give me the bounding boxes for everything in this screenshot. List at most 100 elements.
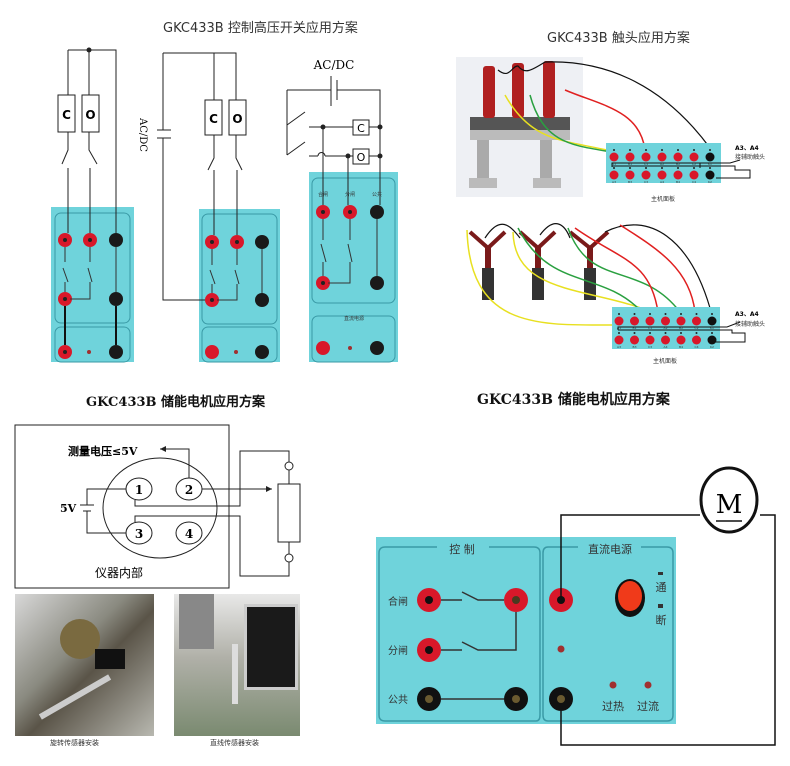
clamp-set: [468, 230, 610, 300]
pin-4-label: 4: [185, 527, 193, 541]
indicator-dot: [613, 149, 615, 151]
terminal-label: C2: [694, 326, 698, 330]
motor-label: M: [716, 490, 743, 520]
terminal-A1: [609, 152, 619, 162]
terminal-B3: [625, 170, 635, 180]
coil-close-label: C: [62, 108, 71, 122]
insulator: [512, 63, 524, 118]
indicator-dot: [664, 313, 667, 315]
terminal-label: A1: [617, 326, 621, 330]
terminal-B2: [676, 316, 686, 326]
indicator-dot: [709, 149, 711, 151]
terminal-label: C4: [692, 180, 696, 184]
aux-label-sub: 接辅助触头: [735, 320, 765, 328]
ac-dc-label: AC/DC: [313, 58, 355, 72]
indicator-dot: [633, 313, 636, 315]
switch-on-label: 通: [656, 581, 667, 594]
pin-4: [175, 521, 203, 545]
indicator-dot: [645, 167, 647, 169]
overcurrent-label: 过流: [637, 699, 659, 713]
led: [87, 350, 91, 354]
indicator-dot: [629, 149, 631, 151]
indicator-dot: [618, 313, 620, 315]
terminal-C2: [689, 152, 699, 162]
terminal-label: K2: [708, 180, 712, 184]
linear-sensor-photo: [174, 594, 300, 736]
wire-red: [564, 89, 646, 151]
terminal-label: B4: [676, 180, 680, 184]
terminal-K1: [705, 152, 715, 162]
terminal-label: A4: [660, 180, 664, 184]
indicator-dot: [661, 149, 663, 151]
indicator-dot: [711, 332, 713, 334]
indicator-dot: [661, 167, 663, 169]
terminal-B2: [673, 152, 683, 162]
terminal-B4: [676, 335, 686, 345]
terminal-C3: [645, 335, 655, 345]
indicator-dot: [645, 149, 647, 151]
terminal-label: C1: [644, 162, 648, 166]
indicator-dot: [709, 167, 711, 169]
terminal-C1: [641, 152, 651, 162]
title-motor-right: GKC433B 储能电机应用方案: [477, 392, 670, 408]
coil-close-label: C: [357, 122, 365, 135]
linear-sensor-caption: 直线传感器安装: [210, 739, 259, 747]
terminal-label: K2: [710, 345, 714, 349]
insulator: [543, 61, 555, 118]
terminal-A3: [614, 335, 624, 345]
terminal-label: C2: [692, 162, 696, 166]
pin-2-label: 2: [185, 483, 193, 497]
terminal-A2: [657, 152, 667, 162]
wire-black: [497, 61, 711, 149]
indicator-dot: [613, 167, 615, 169]
panel-caption: 主机面板: [653, 357, 677, 365]
terminal-A2: [661, 316, 670, 326]
switch-off-label: 断: [656, 613, 667, 627]
dc-led: [557, 645, 565, 653]
terminal-C4: [689, 170, 699, 180]
terminal-label: C3: [644, 180, 648, 184]
title-hv-switch: GKC433B 控制高压开关应用方案: [163, 21, 358, 36]
terminal-label: B2: [679, 326, 683, 330]
terminal-B1: [625, 152, 635, 162]
indicator-dot: [664, 332, 667, 334]
indicator-dot: [677, 149, 679, 151]
indicator-dot: [629, 167, 631, 169]
wire-yellow: [504, 94, 608, 151]
terminal-C2: [692, 316, 701, 326]
coil-open-label: O: [357, 151, 366, 164]
terminal-label: B1: [633, 326, 637, 330]
overcurrent-led: [644, 681, 652, 689]
terminal-label: B4: [679, 345, 683, 349]
dc-section-label: 直流电源: [344, 315, 364, 322]
indicator-dot: [649, 313, 651, 315]
terminal-label: A2: [664, 326, 668, 330]
terminal-C4: [692, 335, 701, 345]
terminal-A4: [657, 170, 667, 180]
rotary-sensor-caption: 旋转传感器安装: [50, 739, 99, 747]
terminal-B1: [630, 316, 639, 326]
indicator-dot: [618, 332, 620, 334]
terminal-B3: [630, 335, 639, 345]
terminal-label: B1: [628, 162, 632, 166]
motor-symbol: [699, 466, 759, 534]
hv-switch-diagram: C O C O AC/DC C O A: [51, 47, 398, 363]
terminal-open-label: 分闸: [388, 644, 408, 657]
control-section-label: 控 制: [449, 542, 475, 556]
indicator-dot: [693, 149, 695, 151]
terminal-K2: [705, 170, 715, 180]
terminal-close-label: 合闸: [318, 191, 328, 198]
terminal-label: C1: [648, 326, 652, 330]
terminal-C1: [645, 316, 655, 326]
terminal-common: [109, 233, 123, 247]
control-panel-1: [51, 207, 134, 363]
terminal-C3: [641, 170, 651, 180]
rotary-sensor-photo: [15, 594, 154, 736]
overheat-label: 过热: [602, 700, 624, 713]
title-contacts: GKC433B 触头应用方案: [547, 31, 690, 46]
terminal-common-label: 公共: [372, 191, 382, 198]
terminal-A1: [614, 316, 624, 326]
